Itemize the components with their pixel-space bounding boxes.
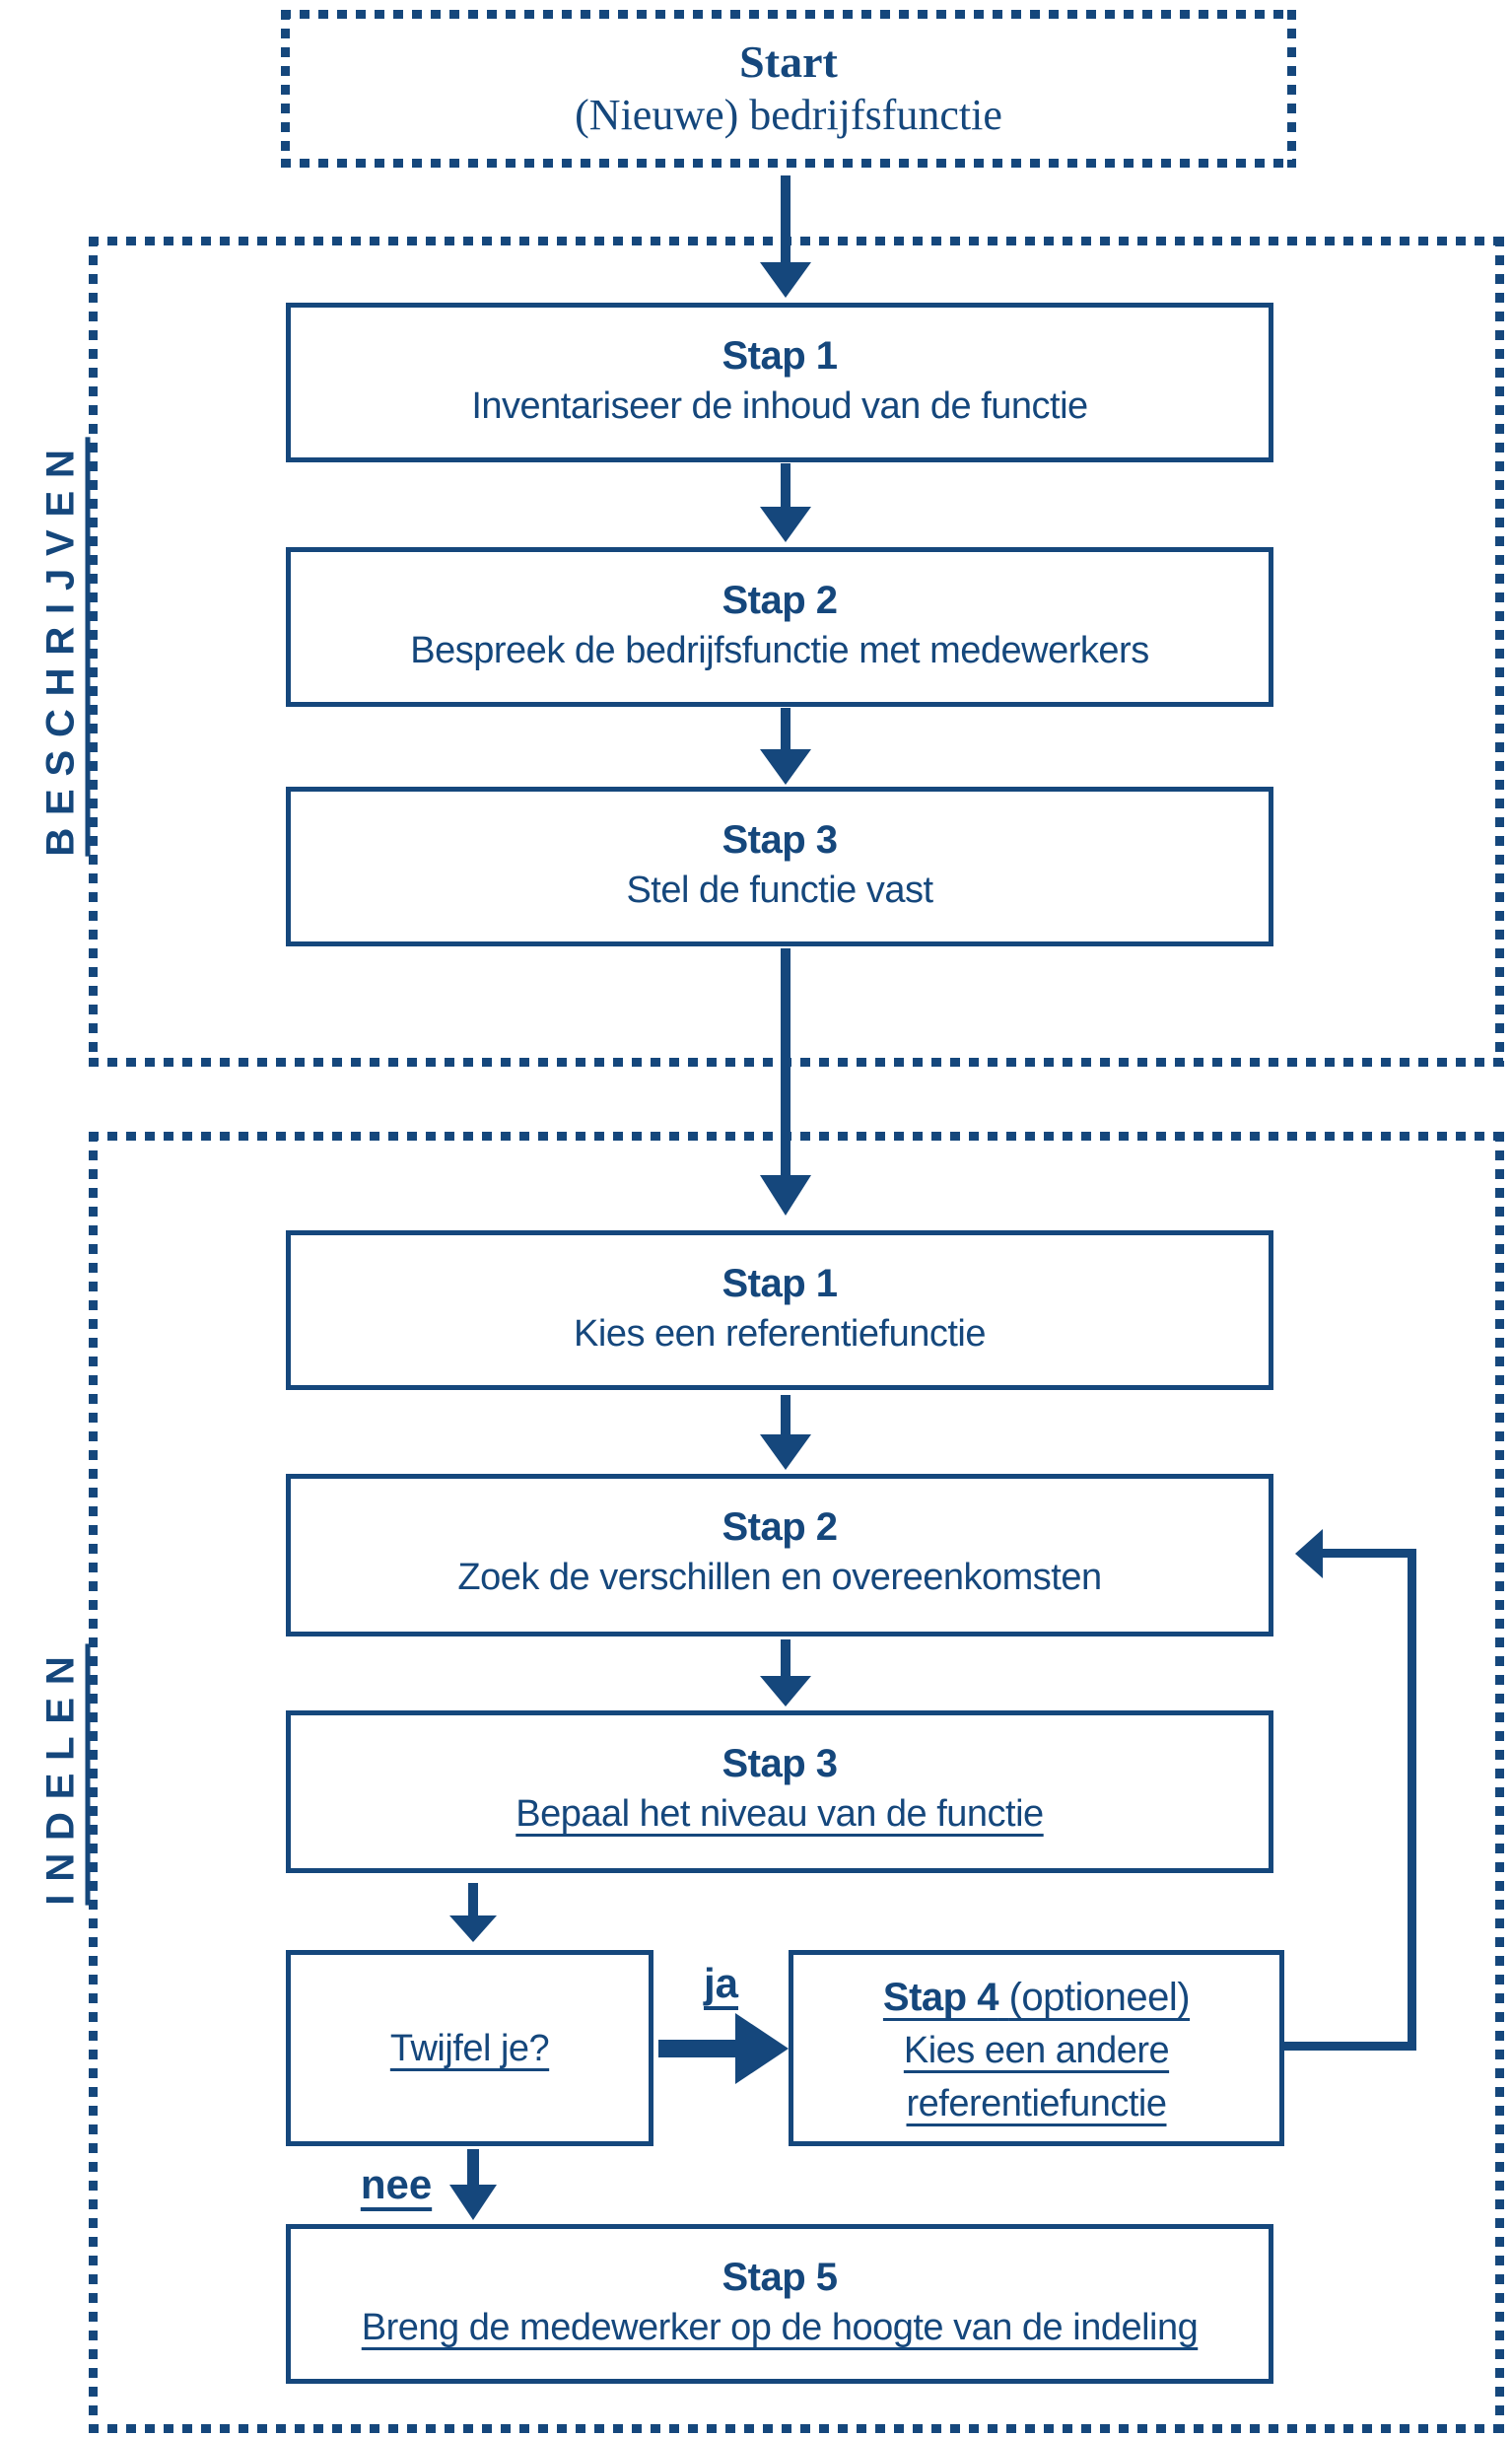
arrow-ja-decision-to-stap4 — [658, 2013, 789, 2084]
indelen-stap1-box: Stap 1 Kies een referentiefunctie — [286, 1230, 1273, 1390]
step-title: Stap 2 — [722, 1505, 838, 1549]
beschrijven-stap3-box: Stap 3 Stel de functie vast — [286, 787, 1273, 946]
nee-label: nee — [360, 2161, 433, 2207]
step-subtitle: Stel de functie vast — [626, 870, 933, 911]
ja-label: ja — [703, 1960, 739, 2006]
step-title: Stap 1 — [722, 334, 838, 378]
beschrijven-border-right — [1495, 237, 1504, 1067]
step-line2: Kies een andere — [903, 2030, 1170, 2071]
decision-twijfel-box: Twijfel je? — [286, 1950, 653, 2146]
indelen-stap5-box: Stap 5 Breng de medewerker op de hoogte … — [286, 2224, 1273, 2384]
indelen-border-bottom — [89, 2424, 1504, 2433]
step-subtitle: Inventariseer de inhoud van de functie — [471, 385, 1088, 427]
step-subtitle: Kies een referentiefunctie — [574, 1313, 986, 1355]
indelen-stap4-box: Stap 4 (optioneel) Kies een andere refer… — [789, 1950, 1284, 2146]
beschrijven-region — [89, 237, 1504, 1067]
arrow-indelen-stap1-to-stap2 — [760, 1395, 811, 1470]
arrow-nee-decision-to-stap5 — [449, 2149, 497, 2220]
step-title: Stap 3 — [722, 818, 838, 862]
start-border-right — [1287, 10, 1296, 168]
indelen-border-top — [89, 1132, 1504, 1141]
step-title: Stap 1 — [722, 1262, 838, 1305]
arrow-start-to-beschrijven-stap1 — [760, 175, 811, 298]
start-border-left — [281, 10, 290, 168]
step-line3: referentiefunctie — [906, 2083, 1168, 2124]
decision-label: Twijfel je? — [389, 2027, 550, 2069]
start-subtitle: (Nieuwe) bedrijfsfunctie — [575, 91, 1002, 139]
arrow-loop-stap4-to-stap2 — [1284, 1529, 1416, 2051]
start-node: Start (Nieuwe) bedrijfsfunctie — [281, 10, 1296, 168]
start-border-bottom — [281, 159, 1296, 168]
step-subtitle: Bepaal het niveau van de functie — [515, 1793, 1044, 1835]
indelen-region — [89, 1132, 1504, 2433]
arrow-beschrijven-to-indelen — [760, 948, 811, 1216]
indelen-border-left — [89, 1132, 98, 2433]
arrow-stap3-to-decision — [449, 1883, 497, 1942]
start-border-top — [281, 10, 1296, 19]
step-title: Stap 5 — [722, 2256, 838, 2299]
step-subtitle: Breng de medewerker op de hoogte van de … — [361, 2307, 1199, 2348]
step-title: Stap 3 — [722, 1742, 838, 1785]
beschrijven-border-left — [89, 237, 98, 1067]
step-subtitle: Bespreek de bedrijfsfunctie met medewerk… — [410, 630, 1149, 671]
indelen-stap3-box: Stap 3 Bepaal het niveau van de functie — [286, 1710, 1273, 1873]
start-text: Start (Nieuwe) bedrijfsfunctie — [281, 10, 1296, 168]
beschrijven-stap1-box: Stap 1 Inventariseer de inhoud van de fu… — [286, 303, 1273, 462]
step-title: Stap 4 (optioneel) — [882, 1976, 1191, 2019]
arrow-beschrijven-stap2-to-stap3 — [760, 708, 811, 785]
arrow-beschrijven-stap1-to-stap2 — [760, 463, 811, 542]
arrow-indelen-stap2-to-stap3 — [760, 1639, 811, 1706]
beschrijven-border-bottom — [89, 1058, 1504, 1067]
step-subtitle: Zoek de verschillen en overeenkomsten — [457, 1557, 1102, 1598]
step-title: Stap 2 — [722, 579, 838, 622]
indelen-border-right — [1495, 1132, 1504, 2433]
beschrijven-stap2-box: Stap 2 Bespreek de bedrijfsfunctie met m… — [286, 547, 1273, 707]
beschrijven-border-top — [89, 237, 1504, 245]
start-title: Start — [739, 36, 838, 87]
indelen-stap2-box: Stap 2 Zoek de verschillen en overeenkom… — [286, 1474, 1273, 1636]
